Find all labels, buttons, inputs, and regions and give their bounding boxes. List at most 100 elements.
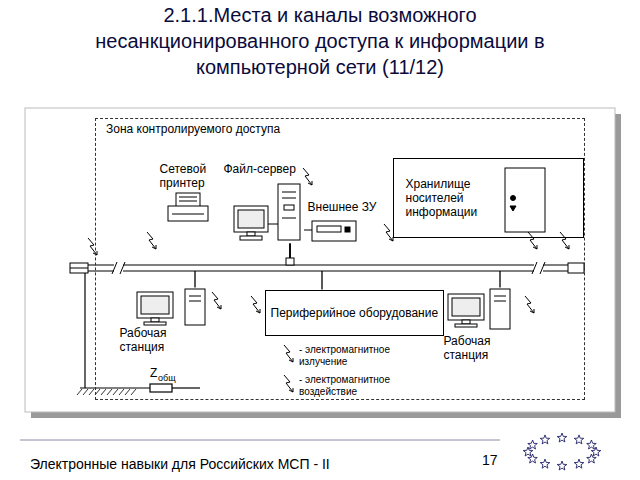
- ground-wire: [77, 389, 136, 395]
- network-bus: [70, 263, 88, 273]
- external-storage-icon: [312, 221, 356, 241]
- lightning-symbol: [251, 296, 260, 313]
- eu-stars: [557, 461, 567, 470]
- eu-stars: [540, 435, 550, 444]
- impedance-subscript: общ: [158, 373, 176, 383]
- printer-icon: [168, 193, 208, 221]
- eu-stars: [587, 454, 597, 463]
- workstation-icon: [494, 301, 506, 302]
- impedance-label: Z: [150, 366, 157, 380]
- peripheral-box: Периферийное оборудование: [265, 290, 445, 336]
- slide-title: 2.1.1.Места и каналы возможного несанкци…: [75, 2, 565, 80]
- lightning-symbol: [147, 232, 156, 249]
- lightning-symbol: [212, 292, 221, 309]
- node-label: Хранилище носителей информации: [406, 177, 522, 219]
- storage-cabinet: [511, 196, 516, 201]
- server-icon: [284, 205, 294, 210]
- network-bus: [70, 268, 88, 269]
- workstation-icon: [151, 318, 159, 322]
- node-label: Рабочая станция: [120, 326, 180, 354]
- external-storage-icon: [304, 230, 312, 231]
- workstation-icon: [462, 320, 470, 324]
- network-bus: [286, 258, 294, 265]
- workstation-icon: [490, 289, 510, 329]
- external-storage-icon: [317, 226, 341, 232]
- eu-stars: [587, 440, 597, 449]
- server-icon: [234, 184, 300, 240]
- network-bus: [532, 262, 537, 274]
- ground-wire: [107, 389, 112, 395]
- eu-stars: [528, 440, 538, 449]
- ground-wire: [150, 384, 172, 392]
- lightning-symbol: [528, 232, 537, 249]
- network-bus: [112, 262, 117, 274]
- node-label: Рабочая станция: [444, 334, 504, 362]
- workstation-node: Рабочая станция: [442, 288, 522, 364]
- external-storage-icon: [345, 227, 350, 232]
- ground-wire: [113, 389, 118, 395]
- server-icon: [268, 224, 278, 225]
- eu-stars: [523, 433, 601, 470]
- storage-cabinet: [510, 206, 516, 211]
- server-icon: [238, 210, 264, 228]
- storage-device-node: Внешнее ЗУ: [306, 200, 378, 244]
- eu-stars: [574, 459, 584, 468]
- ground-wire: [83, 389, 88, 395]
- node-label: Файл-сервер: [224, 162, 304, 176]
- workstation-icon: [455, 324, 477, 327]
- lightning-symbol: [525, 296, 534, 313]
- workstation-icon: [189, 296, 201, 297]
- workstation-icon: [185, 289, 205, 325]
- workstation-icon: [144, 322, 166, 325]
- workstation-icon: [448, 289, 510, 329]
- lightning-symbol: [284, 375, 293, 392]
- ground-wire: [77, 389, 82, 395]
- node-label: Внешнее ЗУ: [308, 200, 380, 214]
- ground-wire: [101, 389, 106, 395]
- eu-stars: [540, 459, 550, 468]
- ground-wire: [125, 389, 130, 395]
- server-icon: [240, 236, 262, 240]
- printer-icon: [176, 193, 200, 207]
- network-bus: [72, 265, 584, 271]
- node-label: Сетевой принтер: [160, 162, 216, 190]
- network-bus: [540, 262, 545, 274]
- network-bus: [120, 262, 125, 274]
- network-bus: [534, 262, 543, 274]
- node-label: Периферийное оборудование: [271, 306, 439, 320]
- network-bus: [114, 262, 123, 274]
- ground-wire: [172, 387, 200, 388]
- network-bus: [568, 263, 584, 273]
- workstation-icon: [137, 289, 205, 325]
- printer-node: Сетевой принтер: [158, 162, 216, 224]
- legend-entry: - электромагнитное излучение: [299, 344, 417, 368]
- workstation-icon: [448, 294, 484, 320]
- external-storage-icon: [304, 221, 356, 241]
- eu-stars: [557, 433, 567, 442]
- printer-icon: [172, 214, 204, 215]
- workstation-icon: [494, 296, 506, 297]
- ground-wire: [131, 389, 136, 395]
- footer-rule: [20, 440, 500, 441]
- server-icon: [278, 184, 300, 240]
- media-vault-box: Хранилище носителей информации: [393, 158, 585, 238]
- storage-cabinet: [505, 168, 545, 232]
- workstation-icon: [452, 298, 480, 316]
- server-node: Файл-сервер: [222, 162, 304, 244]
- ground-wire: [89, 389, 94, 395]
- panel: [25, 108, 621, 418]
- eu-stars: [574, 435, 584, 444]
- network-bus: [70, 258, 584, 274]
- lightning-symbol: [284, 345, 293, 362]
- legend-entry: - электромагнитное воздействие: [299, 374, 417, 398]
- printer-icon: [179, 197, 197, 198]
- footer-text: Электронные навыки для Российских МСП - …: [30, 456, 330, 472]
- server-icon: [247, 232, 255, 236]
- workstation-icon: [141, 296, 169, 314]
- lightning-symbol: [560, 232, 569, 249]
- lightning-symbol: [303, 168, 312, 185]
- server-icon: [282, 198, 296, 199]
- workstation-icon: [189, 301, 201, 302]
- ground-wire: [84, 271, 85, 388]
